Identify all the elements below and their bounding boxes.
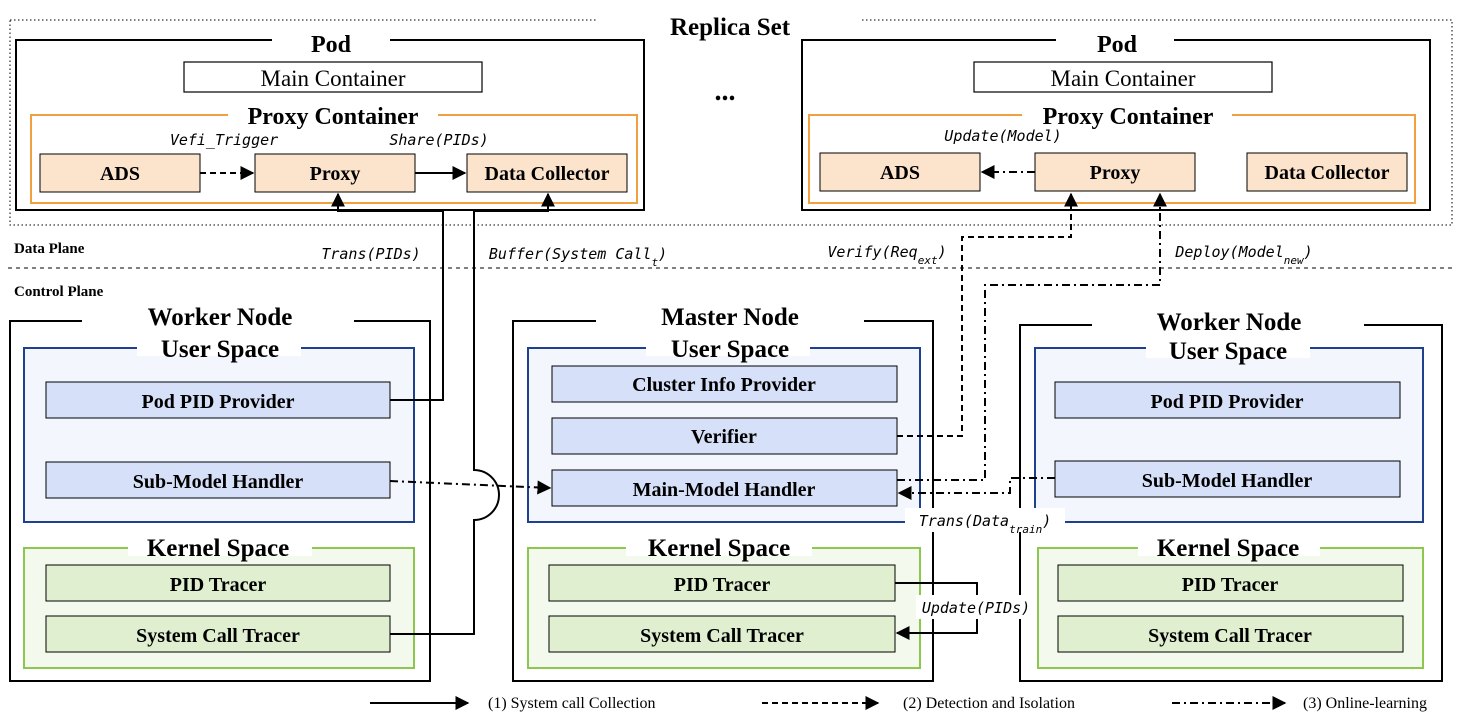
ads-label: ADS xyxy=(100,163,140,185)
node-title: Master Node xyxy=(661,304,799,331)
buffer-syscall-arrow xyxy=(390,192,555,635)
data-collector-box xyxy=(1246,152,1408,192)
pod-title: Pod xyxy=(311,32,352,58)
pid-tracer-box xyxy=(45,564,391,602)
pid-tracer-label: PID Tracer xyxy=(170,574,267,596)
main-container xyxy=(973,61,1273,93)
ads-label: ADS xyxy=(880,162,920,184)
main-container-label: Main Container xyxy=(261,66,406,91)
share-pids-label: Share(PIDs) xyxy=(389,131,488,149)
pid-tracer-label: PID Tracer xyxy=(674,574,771,596)
trans-pids-arrow xyxy=(331,192,444,401)
data-collector-label: Data Collector xyxy=(485,163,610,185)
trans-data-train-label: Trans(Datatrain) xyxy=(919,512,1051,536)
pod-title: Pod xyxy=(1097,32,1138,58)
node-title: Worker Node xyxy=(148,304,293,331)
control-plane-label: Control Plane xyxy=(14,284,104,300)
update-pids-label: Update(PIDs) xyxy=(922,599,1030,617)
kernel-space-title: Kernel Space xyxy=(147,535,289,562)
update-model-label: Update(Model) xyxy=(944,127,1061,145)
replica-set-title: Replica Set xyxy=(670,14,791,41)
vefi-trigger-label: Vefi_Trigger xyxy=(170,131,278,149)
kernel-space-title: Kernel Space xyxy=(648,535,790,562)
legend: (1) System call Collection (2) Detection… xyxy=(370,695,1427,712)
verify-arrow xyxy=(897,192,1078,437)
verifier-label: Verifier xyxy=(691,426,757,448)
cluster-info-provider-label: Cluster Info Provider xyxy=(632,374,816,396)
submodel-left-to-main-arrow xyxy=(389,480,552,495)
sub-model-handler-label: Sub-Model Handler xyxy=(133,471,304,493)
node-title: Worker Node xyxy=(1157,309,1302,336)
worker-node-left: Worker Node User Space Pod PID Provider … xyxy=(9,304,431,682)
ads-box xyxy=(39,153,201,193)
system-call-tracer-box xyxy=(45,615,391,653)
verify-label: Verify(Reqext) xyxy=(827,243,946,267)
proxy-box xyxy=(254,153,416,193)
legend-item-2: (2) Detection and Isolation xyxy=(903,695,1075,712)
trans-pids-label: Trans(PIDs) xyxy=(321,245,420,263)
system-call-tracer-box xyxy=(1057,615,1404,653)
proxy-label: Proxy xyxy=(1090,162,1141,184)
deploy-arrow xyxy=(897,192,1167,481)
sub-model-handler-label: Sub-Model Handler xyxy=(1142,470,1313,492)
cross-labels: Trans(PIDs) Buffer(System Callt) Verify(… xyxy=(321,243,1313,619)
pid-tracer-box xyxy=(548,564,896,602)
system-call-tracer-label: System Call Tracer xyxy=(640,625,804,647)
pid-tracer-label: PID Tracer xyxy=(1182,574,1279,596)
submodel-right-to-main-arrow xyxy=(897,477,1055,500)
master-node: Master Node User Space Cluster Info Prov… xyxy=(512,304,934,682)
main-model-handler-label: Main-Model Handler xyxy=(633,479,816,501)
main-container xyxy=(183,61,483,93)
buffer-syscall-label: Buffer(System Callt) xyxy=(489,245,667,269)
pod-pid-provider-box xyxy=(1054,381,1401,419)
user-space-title: User Space xyxy=(1169,338,1287,365)
sub-model-handler-box xyxy=(45,461,391,499)
user-space-title: User Space xyxy=(161,336,279,363)
pod-left: Pod Main Container Proxy Container ADS P… xyxy=(15,30,645,211)
data-collector-box xyxy=(466,153,628,193)
system-call-tracer-label: System Call Tracer xyxy=(136,625,300,647)
pod-right: Pod Main Container Proxy Container ADS P… xyxy=(801,30,1431,211)
pod-pid-provider-label: Pod PID Provider xyxy=(142,391,295,413)
user-space-title: User Space xyxy=(671,336,789,363)
legend-item-1: (1) System call Collection xyxy=(488,695,656,712)
cluster-info-provider-box xyxy=(551,365,898,403)
system-call-tracer-box xyxy=(548,615,896,653)
proxy-label: Proxy xyxy=(310,163,361,185)
deploy-label: Deploy(Modelnew) xyxy=(1174,243,1312,267)
legend-item-3: (3) Online-learning xyxy=(1303,695,1427,712)
main-model-handler-box xyxy=(551,469,898,507)
system-call-tracer-label: System Call Tracer xyxy=(1148,625,1312,647)
proxy-container-title: Proxy Container xyxy=(248,104,419,130)
data-plane-label: Data Plane xyxy=(14,241,85,257)
kernel-space-title: Kernel Space xyxy=(1157,535,1299,562)
pod-pid-provider-label: Pod PID Provider xyxy=(1151,391,1304,413)
main-container-label: Main Container xyxy=(1051,66,1196,91)
connectors xyxy=(331,192,1167,640)
pod-pid-provider-box xyxy=(45,381,391,419)
worker-node-right: Worker Node User Space Pod PID Provider … xyxy=(1019,309,1443,682)
proxy-container-title: Proxy Container xyxy=(1043,104,1214,130)
proxy-box xyxy=(1034,152,1196,192)
plane-separator: Data Plane Control Plane xyxy=(8,241,1452,300)
sub-model-handler-box xyxy=(1054,460,1401,498)
ads-box xyxy=(819,152,981,192)
data-collector-label: Data Collector xyxy=(1265,162,1390,184)
pid-tracer-box xyxy=(1057,564,1404,602)
replica-set: Replica Set ... xyxy=(9,10,1453,226)
replica-ellipsis: ... xyxy=(715,76,736,107)
